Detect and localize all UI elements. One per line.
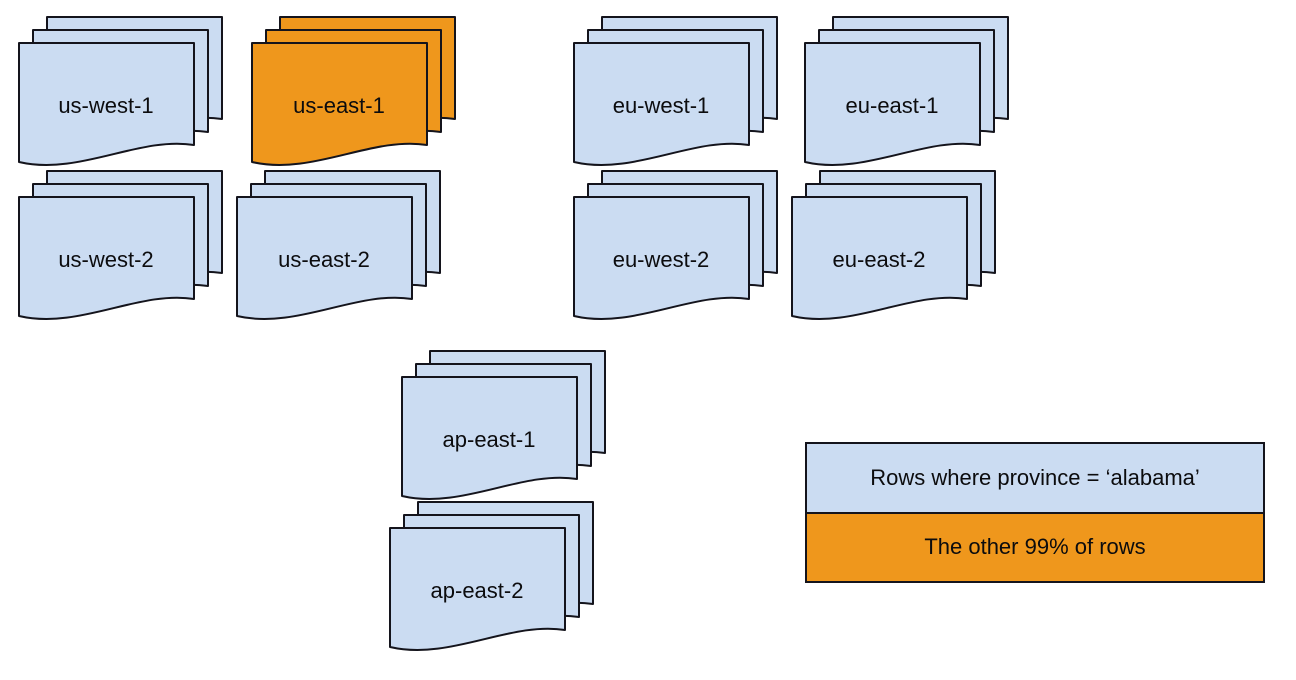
region-stack-eu-west-2: eu-west-2 (573, 170, 778, 321)
region-label-eu-east-2: eu-east-2 (833, 247, 926, 272)
region-label-eu-west-1: eu-west-1 (613, 93, 710, 118)
region-label-eu-west-2: eu-west-2 (613, 247, 710, 272)
legend-row-other-rows: The other 99% of rows (807, 513, 1263, 581)
region-stack-eu-east-1: eu-east-1 (804, 16, 1009, 167)
region-stack-eu-east-2: eu-east-2 (791, 170, 996, 321)
region-label-us-east-2: us-east-2 (278, 247, 370, 272)
region-stack-us-west-1: us-west-1 (18, 16, 223, 167)
region-label-ap-east-2: ap-east-2 (431, 578, 524, 603)
region-label-us-east-1: us-east-1 (293, 93, 385, 118)
region-label-eu-east-1: eu-east-1 (846, 93, 939, 118)
region-stack-ap-east-2: ap-east-2 (389, 501, 594, 652)
legend-label-alabama-rows: Rows where province = ‘alabama’ (870, 464, 1200, 490)
region-label-ap-east-1: ap-east-1 (443, 427, 536, 452)
region-stack-us-east-1: us-east-1 (251, 16, 456, 167)
region-stack-ap-east-1: ap-east-1 (401, 350, 606, 501)
legend-row-alabama-rows: Rows where province = ‘alabama’ (807, 444, 1263, 514)
region-stack-us-east-2: us-east-2 (236, 170, 441, 321)
legend-label-other-rows: The other 99% of rows (924, 534, 1146, 560)
region-label-us-west-2: us-west-2 (58, 247, 153, 272)
legend: Rows where province = ‘alabama’ The othe… (805, 442, 1265, 583)
region-stack-eu-west-1: eu-west-1 (573, 16, 778, 167)
region-label-us-west-1: us-west-1 (58, 93, 153, 118)
region-stack-us-west-2: us-west-2 (18, 170, 223, 321)
